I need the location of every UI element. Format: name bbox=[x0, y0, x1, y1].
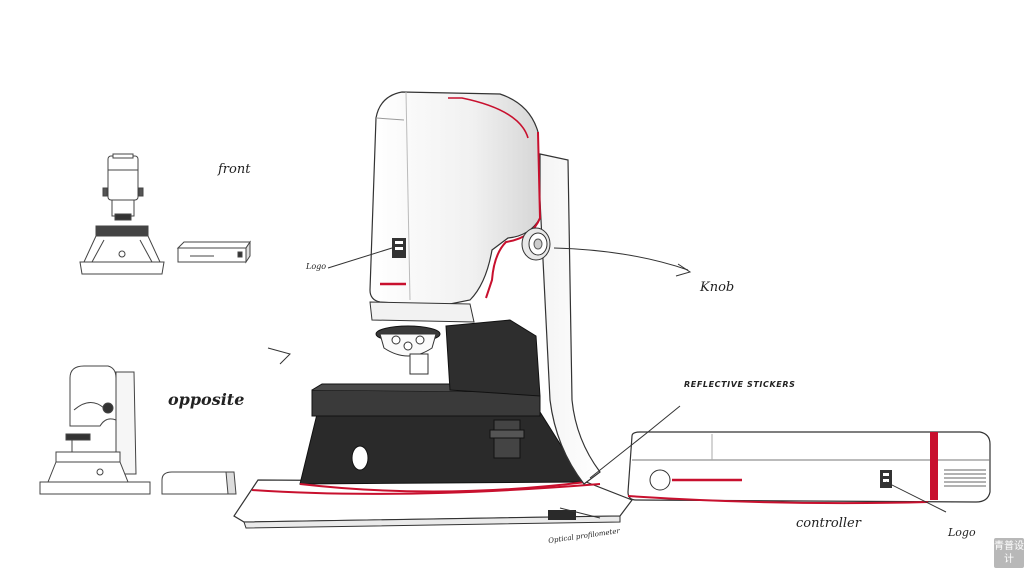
label-logo-controller: Logo bbox=[948, 526, 976, 539]
annotation-lines bbox=[267, 247, 947, 519]
controller-logo-mark bbox=[880, 470, 892, 488]
front-controller-sketch bbox=[176, 240, 251, 264]
focus-knob bbox=[521, 227, 551, 261]
label-knob: Knob bbox=[700, 280, 735, 295]
label-reflective-stickers: REFLECTIVE STICKERS bbox=[684, 380, 796, 389]
microscope-sketch bbox=[233, 91, 633, 529]
controller-sketch bbox=[627, 431, 991, 505]
label-front: front bbox=[218, 162, 251, 177]
opposite-controller-sketch bbox=[161, 471, 237, 495]
label-opposite: opposite bbox=[168, 390, 245, 409]
front-view-sketch bbox=[79, 153, 165, 275]
head-logo-mark bbox=[392, 238, 406, 258]
label-controller: controller bbox=[796, 516, 861, 531]
label-logo-microscope: Logo bbox=[306, 262, 327, 271]
opposite-view-sketch bbox=[39, 365, 151, 495]
vent-grille bbox=[944, 469, 986, 487]
watermark-badge: 青普设计 bbox=[994, 538, 1024, 568]
